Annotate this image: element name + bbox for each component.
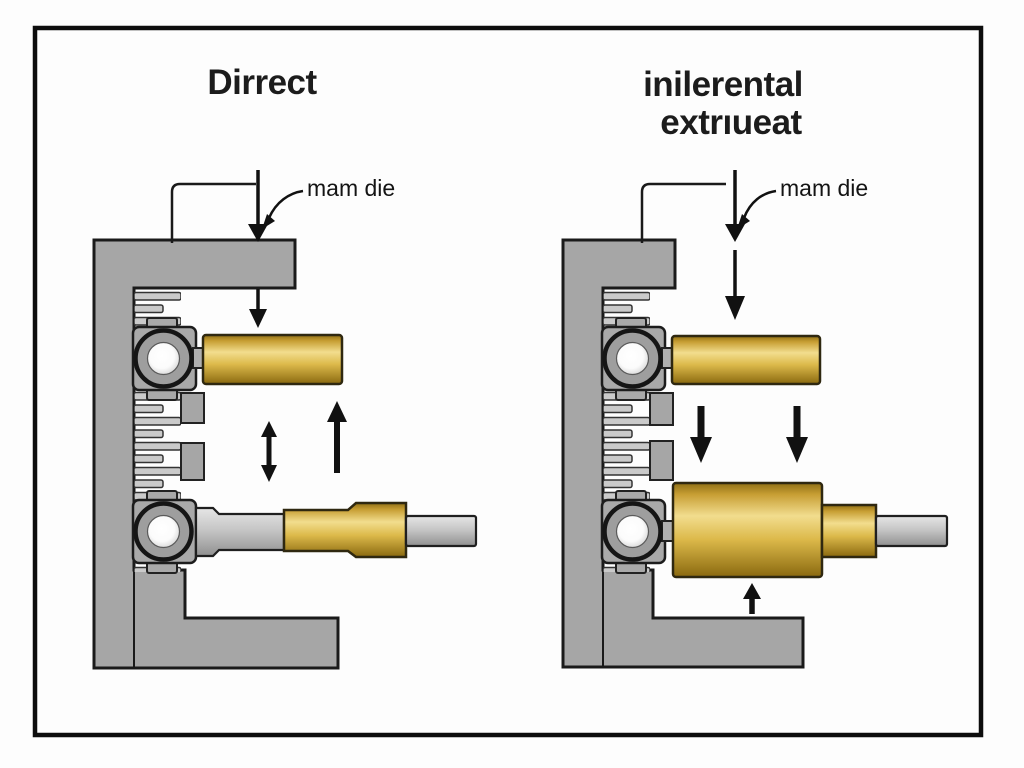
left-die-tab-upper [180,392,205,424]
joint-pin [146,341,181,376]
left-feed-down-arrow-icon [249,289,267,328]
right-lower-billet [671,481,824,579]
left-ram-rod [194,506,286,558]
right-panel-title-line2: extrıueat [660,103,802,142]
right-machine: mam die [561,170,949,669]
right-product-rod [874,514,949,548]
left-panel-title: Dirrect [207,63,317,102]
right-die-label: mam die [780,175,868,201]
left-bracket-line [170,182,256,243]
left-upper-billet [201,333,344,386]
left-machine: mam die [92,170,478,670]
left-label-leader-arrow-icon [262,189,304,229]
right-ram-down-arrow-icon [725,170,745,242]
right-panel-title-line1: inilerental [643,65,803,104]
joint-pin [615,341,650,376]
right-down-arrow-left-icon [690,406,712,463]
right-bracket-line [640,182,726,243]
left-press-frame [92,238,340,670]
left-double-arrow-icon [261,421,277,482]
left-top-joint [131,317,208,401]
joint-pin [615,514,650,549]
left-product-rod [404,514,478,548]
right-top-joint [600,317,677,401]
left-ram-down-arrow-icon [248,170,268,242]
right-die-tab-upper [649,392,674,426]
left-up-arrow-icon [327,401,347,473]
left-die-tab-lower [180,442,205,481]
right-down-arrow-right-icon [786,406,808,463]
right-bottom-joint [600,490,677,574]
left-bottom-joint [131,490,198,574]
right-label-leader-arrow-icon [737,189,777,229]
right-die-tab-lower [649,440,674,481]
left-lower-billet [282,501,408,559]
right-up-arrow-icon [743,583,761,614]
left-die-label: mam die [307,175,395,201]
joint-pin [146,514,181,549]
right-press-frame [561,238,805,669]
right-billet-step [820,503,878,559]
right-upper-billet [670,334,822,386]
figure-border [32,25,984,738]
right-feed-down-arrow-icon [725,250,745,320]
